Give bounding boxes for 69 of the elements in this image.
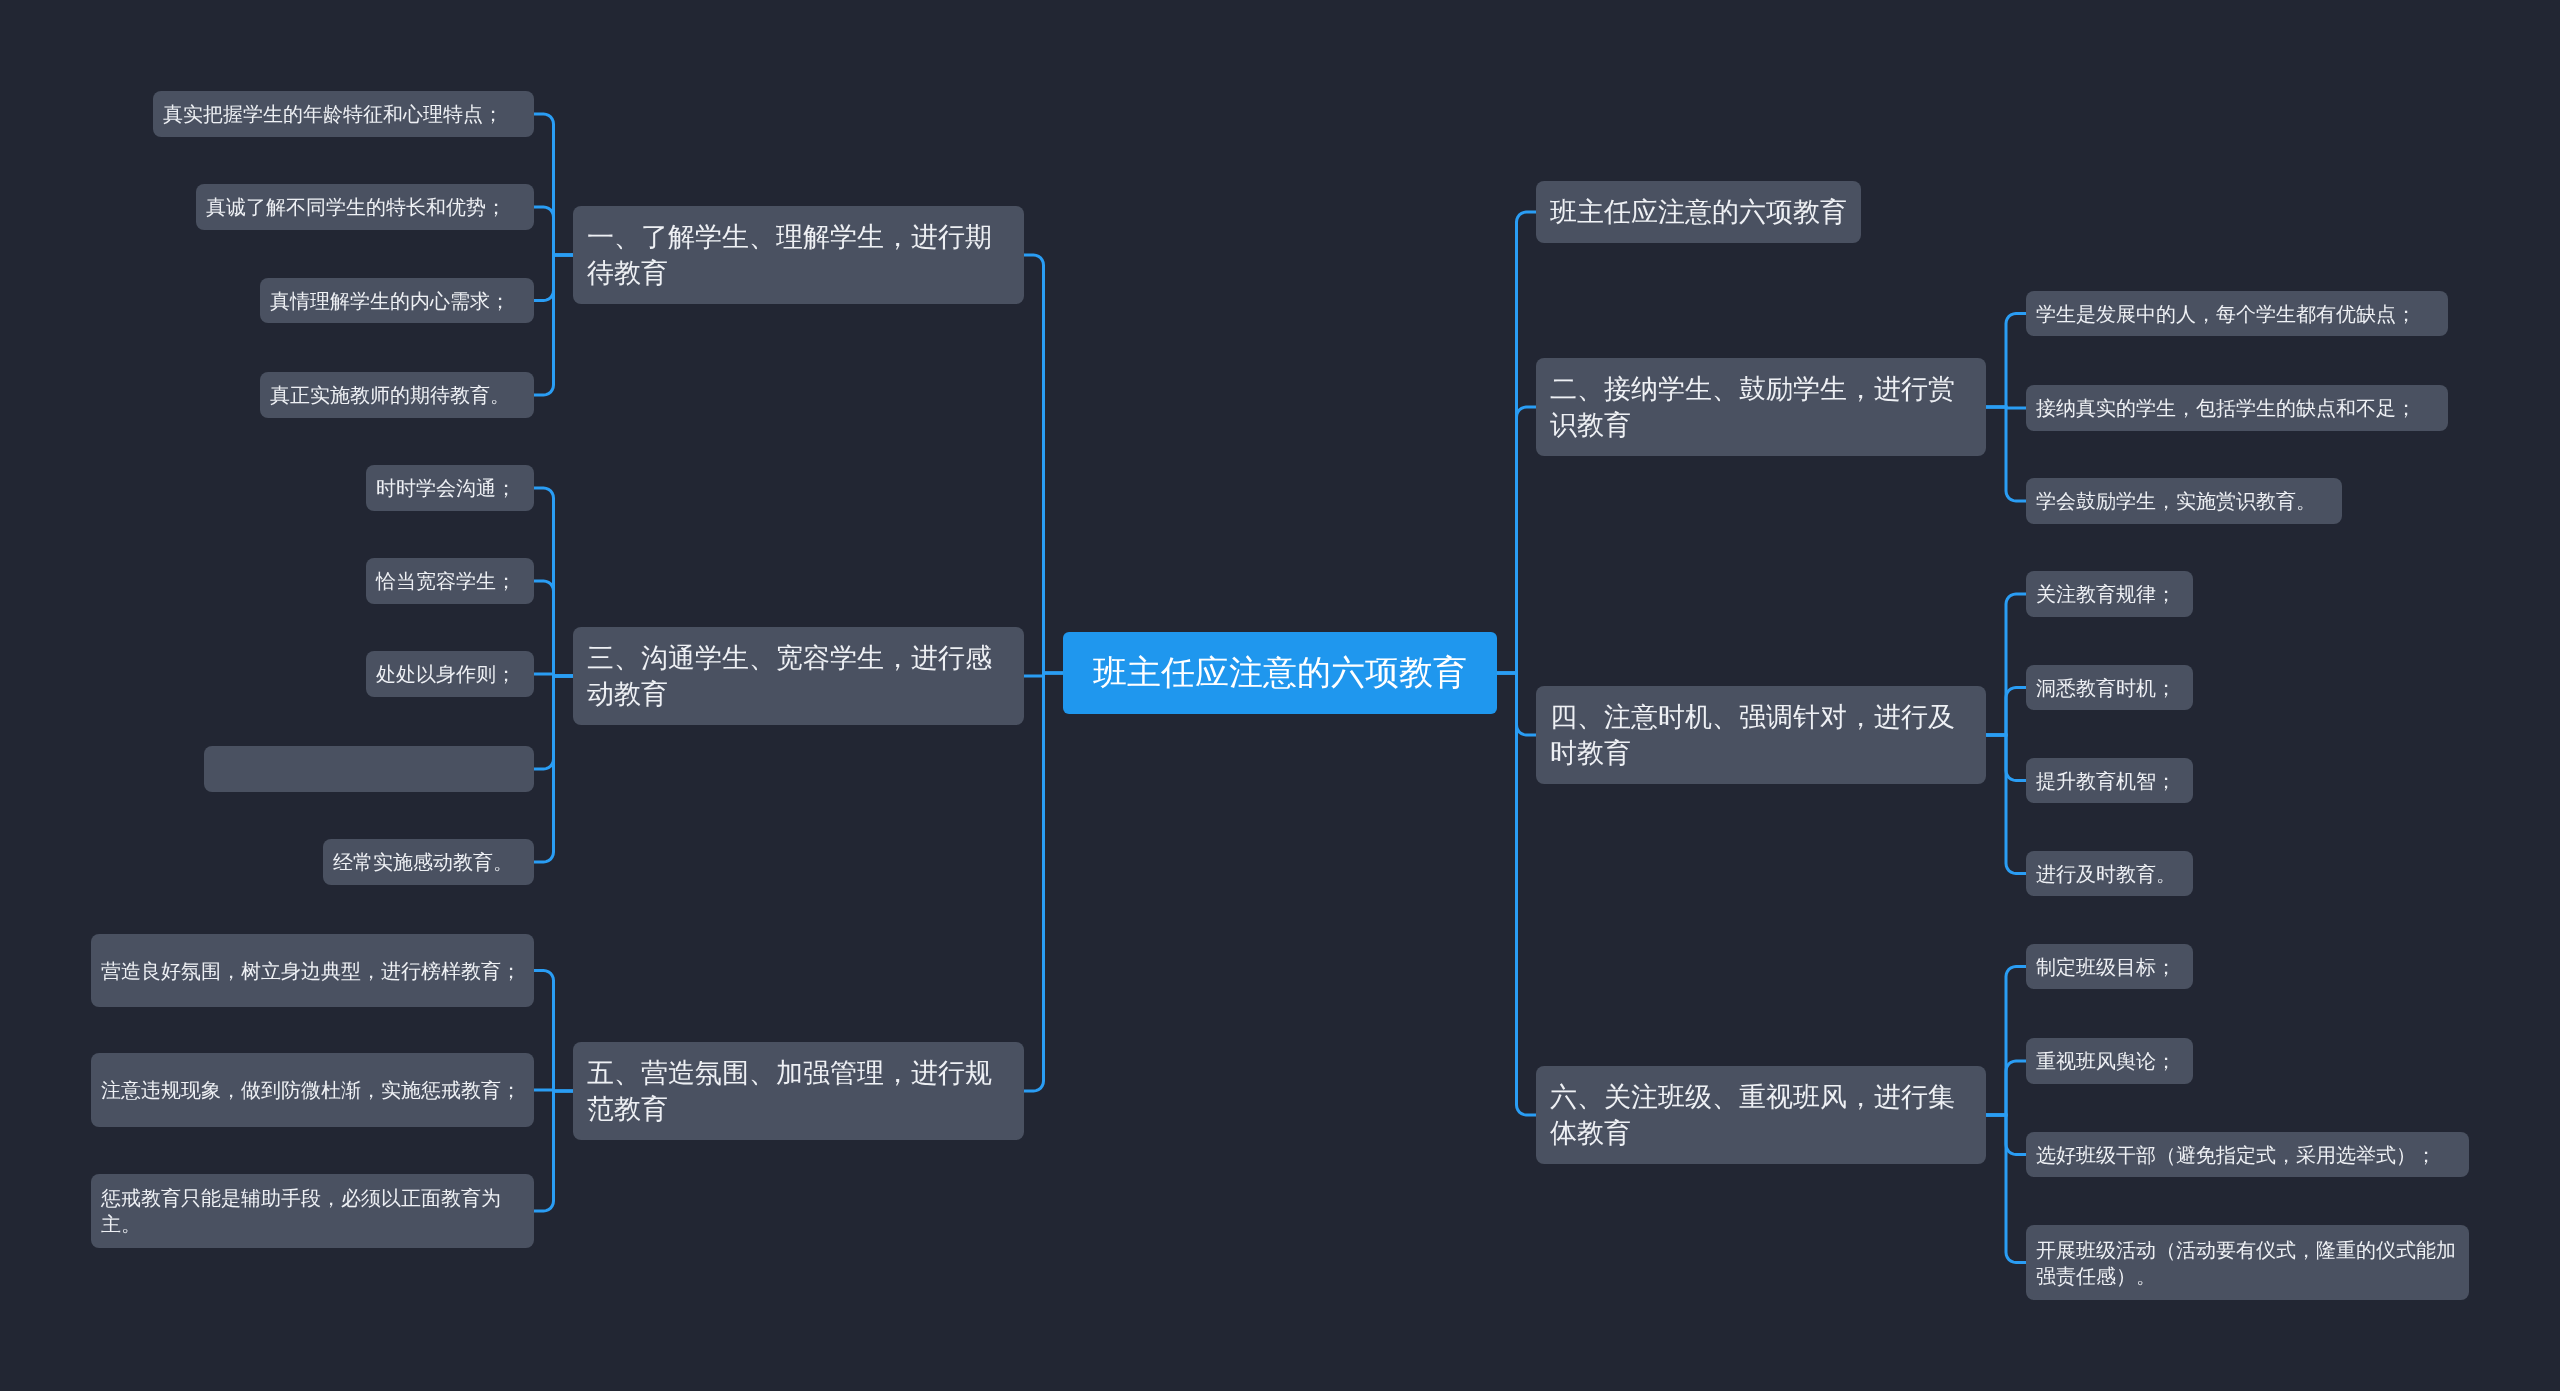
subtopic-box [366, 558, 534, 604]
branch-topic-box [573, 627, 1024, 725]
subtopic-box [2026, 291, 2448, 336]
subtopic-text: 洞悉教育时机； [2036, 675, 2176, 701]
subtopic-box [91, 1174, 534, 1248]
central-topic-text: 班主任应注意的六项教育 [1093, 652, 1467, 693]
subtopic-text: 经常实施感动教育。 [333, 850, 513, 875]
subtopic-box [2026, 478, 2342, 524]
branch-topic-text: 一、了解学生、理解学生，进行期待教育 [587, 220, 993, 290]
subtopic-text: 营造良好氛围，树立身边典型，进行榜样教育； [101, 958, 521, 984]
branch-topic-box [573, 206, 1024, 304]
subtopic-text: 选好班级干部（避免指定式，采用选举式）； [2036, 1142, 2436, 1168]
branch-topic-text: 五、营造氛围、加强管理，进行规范教育 [587, 1056, 993, 1126]
connector-line [1497, 671, 1536, 1117]
connector-line [534, 674, 573, 864]
branch-topic-text: 六、关注班级、重视班风，进行集体教育 [1550, 1080, 1956, 1150]
connector-line [1986, 405, 2026, 503]
subtopic-box [260, 278, 534, 323]
branch-topic-box [1536, 358, 1986, 456]
subtopic-text: 学会鼓励学生，实施赏识教育。 [2036, 489, 2316, 514]
subtopic-box [323, 839, 534, 885]
subtopic-box [91, 1053, 534, 1127]
branch-topic-box [1536, 1066, 1986, 1164]
subtopic-text: 处处以身作则； [376, 662, 516, 687]
empty-box [204, 746, 534, 792]
subtopic-text: 学生是发展中的人，每个学生都有优缺点； [2036, 301, 2416, 327]
branch-topic-text: 班主任应注意的六项教育 [1550, 195, 1847, 229]
subtopic-box [2026, 1038, 2193, 1084]
branch-topic-box [1536, 686, 1986, 784]
connector-line [534, 1089, 573, 1213]
subtopic-text: 恰当宽容学生； [376, 569, 516, 594]
subtopic-text: 关注教育规律； [2036, 582, 2176, 607]
subtopic-box [366, 651, 534, 697]
subtopic-box [2026, 1132, 2469, 1177]
branch-topic-box [1536, 181, 1861, 243]
subtopic-box [2026, 1225, 2469, 1300]
branch-topic-text: 四、注意时机、强调针对，进行及时教育 [1550, 700, 1956, 770]
subtopic-text: 提升教育机智； [2036, 768, 2176, 794]
branch-topic-text: 二、接纳学生、鼓励学生，进行赏识教育 [1550, 372, 1956, 442]
connector-line [1986, 1113, 2026, 1264]
connector-line [1986, 733, 2026, 875]
subtopic-text: 制定班级目标； [2036, 954, 2176, 980]
subtopic-text: 进行及时教育。 [2036, 861, 2176, 887]
subtopic-box [153, 91, 534, 137]
branch-topic-box [573, 1042, 1024, 1140]
subtopic-box [91, 934, 534, 1007]
subtopic-text: 重视班风舆论； [2036, 1049, 2176, 1074]
subtopic-box [2026, 758, 2193, 803]
subtopic-text: 接纳真实的学生，包括学生的缺点和不足； [2036, 396, 2416, 421]
subtopic-text: 注意违规现象，做到防微杜渐，实施惩戒教育； [101, 1078, 521, 1103]
subtopic-text: 真正实施教师的期待教育。 [270, 383, 510, 408]
subtopic-text: 真诚了解不同学生的特长和优势； [206, 195, 506, 220]
subtopic-box [260, 372, 534, 418]
subtopic-box [2026, 665, 2193, 710]
subtopic-box [2026, 571, 2193, 617]
branch-topic-text: 三、沟通学生、宽容学生，进行感动教育 [587, 641, 993, 711]
connector-line [1024, 671, 1063, 1093]
subtopic-box [2026, 385, 2448, 431]
central-topic-box [1063, 632, 1497, 714]
subtopic-box [2026, 851, 2193, 896]
subtopic-text: 开展班级活动（活动要有仪式，隆重的仪式能加强责任感）。 [2036, 1237, 2457, 1289]
subtopic-text: 真情理解学生的内心需求； [270, 288, 510, 314]
subtopic-text: 时时学会沟通； [376, 476, 516, 501]
subtopic-box [366, 465, 534, 511]
connector-line [534, 253, 573, 397]
subtopic-box [2026, 944, 2193, 989]
subtopic-box [196, 184, 534, 230]
subtopic-text: 真实把握学生的年龄特征和心理特点； [163, 102, 503, 127]
subtopic-text: 惩戒教育只能是辅助手段，必须以正面教育为主。 [101, 1186, 502, 1237]
